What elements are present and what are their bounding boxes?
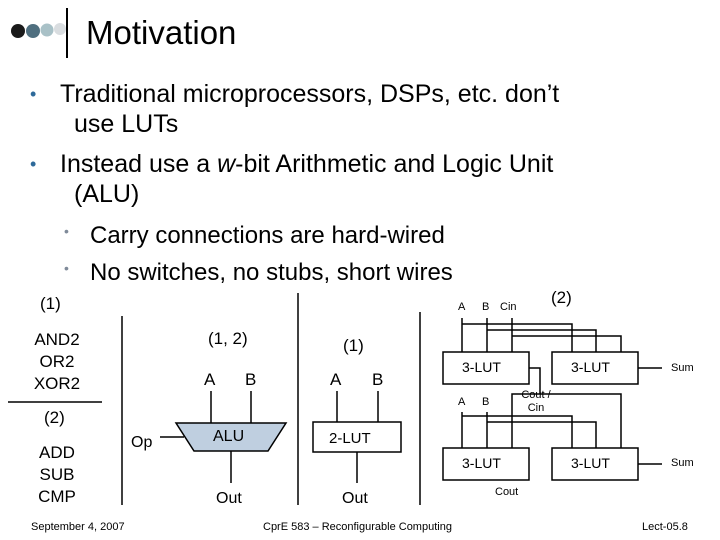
page-title: Motivation	[86, 14, 237, 51]
sub-bullet-icon: •	[64, 223, 69, 239]
lut2-input-b-label: B	[372, 370, 384, 389]
logo-dot-icon	[40, 23, 54, 37]
lut3-block	[442, 351, 530, 385]
alu-label: (1, 2)	[208, 329, 248, 348]
lut2-block-label: 2-LUT	[329, 430, 371, 447]
lut2-input-a-label: A	[330, 370, 342, 389]
header-graphics	[11, 8, 68, 58]
alu-out-label: Out	[216, 490, 242, 507]
sub-bullet-icon: •	[64, 260, 69, 276]
op-item: ADD	[39, 443, 75, 462]
logo-dot-icon	[26, 24, 40, 38]
bullet-icon: •	[30, 154, 37, 174]
logo-dot-icon	[54, 23, 66, 35]
op-item: SUB	[39, 465, 75, 484]
alu-op-label: Op	[131, 434, 153, 451]
footer-course: CprE 583 – Reconfigurable Computing	[263, 521, 452, 533]
lut3-top-input-a: A	[458, 301, 466, 313]
op-item: AND2	[34, 330, 80, 349]
bullet-1-line2: use LUTs	[74, 110, 179, 138]
lut3-mid-input-b: B	[482, 396, 490, 408]
lut3-block-label: 3-LUT	[462, 359, 501, 375]
lut3-sum-label: Sum	[671, 362, 694, 374]
op-item: CMP	[38, 487, 76, 506]
lut3-block-label: 3-LUT	[571, 455, 610, 471]
alu-input-b-label: B	[245, 370, 257, 389]
op-item: XOR2	[33, 374, 81, 393]
logo-dot-icon	[11, 24, 25, 38]
lut2-label: (1)	[343, 336, 364, 355]
bullet-2-line1: Instead use a w-bit Arithmetic and Logic…	[60, 150, 554, 178]
op-item: OR2	[39, 352, 75, 371]
lut3-block	[442, 447, 530, 481]
lut3-cout-cin-label: Cout / Cin	[521, 389, 551, 414]
bullet-1-line1: Traditional microprocessors, DSPs, etc. …	[60, 80, 560, 108]
lut3-wires	[461, 318, 662, 465]
lut3-top-input-cin: Cin	[500, 301, 517, 313]
lut2-block	[312, 421, 402, 453]
lut3-mid-input-a: A	[458, 396, 466, 408]
lut3-top-input-b: B	[482, 301, 490, 313]
lut3-block-label: 3-LUT	[462, 455, 501, 471]
lut3-cout-label: Cout	[495, 486, 519, 498]
bullet-icon: •	[30, 84, 37, 104]
lut3-block-label: 3-LUT	[571, 359, 610, 375]
lut3-sum-label: Sum	[671, 457, 694, 469]
lut3-label: (2)	[551, 288, 572, 307]
group2-list: ADD SUB CMP	[22, 442, 92, 508]
footer-date: September 4, 2007	[31, 521, 125, 533]
group1-list: AND2 OR2 XOR2	[22, 329, 92, 395]
diagram-graphics	[8, 293, 662, 505]
alu-block	[174, 422, 288, 452]
group2-label: (2)	[44, 408, 65, 427]
bullet-2-line2: (ALU)	[74, 180, 140, 208]
group1-label: (1)	[40, 294, 61, 313]
lut2-out-label: Out	[342, 490, 368, 507]
footer-page: Lect-05.8	[642, 521, 688, 533]
lut3-block	[551, 447, 639, 481]
alu-block-label: ALU	[213, 428, 245, 445]
alu-input-a-label: A	[204, 370, 216, 389]
